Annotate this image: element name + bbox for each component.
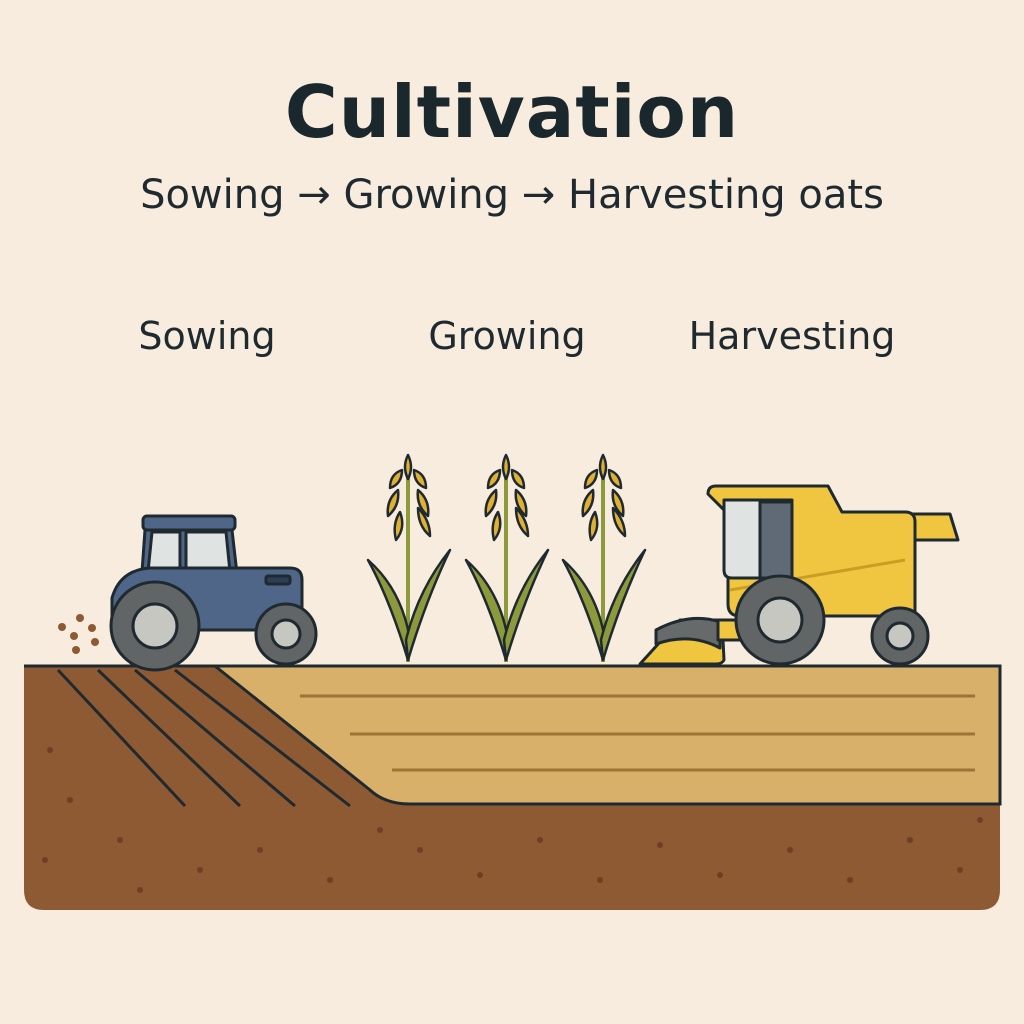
stage-label-sowing: Sowing (138, 314, 276, 358)
stage-label-growing: Growing (428, 314, 586, 358)
soil-ground (24, 664, 1002, 910)
seeds-icon (58, 614, 99, 654)
stage-label-harvesting: Harvesting (688, 314, 896, 358)
tractor-icon (109, 514, 318, 672)
page-title: Cultivation (284, 70, 740, 154)
oat-plant-icon (366, 453, 647, 662)
combine-harvester-icon (638, 484, 960, 666)
page-subtitle: Sowing → Growing → Harvesting oats (140, 172, 884, 218)
